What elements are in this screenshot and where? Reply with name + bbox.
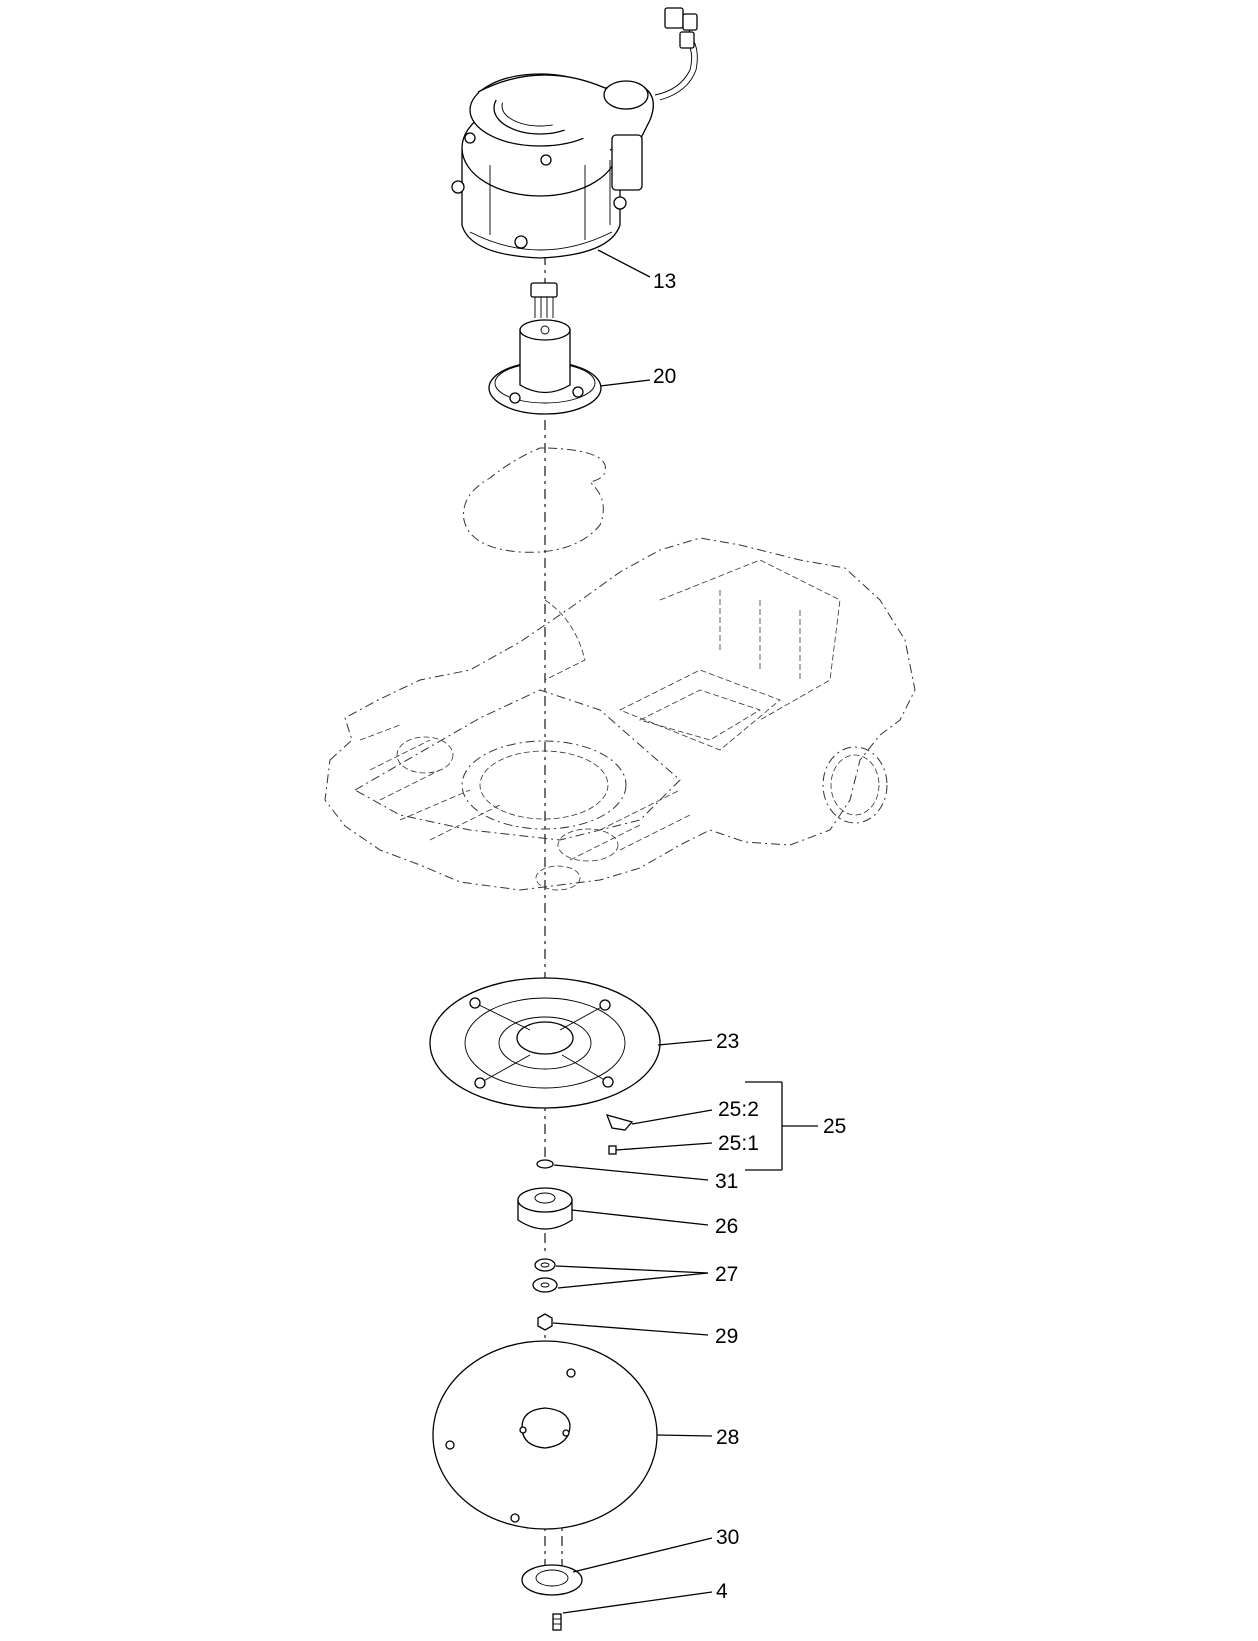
part-4-screw	[552, 1613, 562, 1631]
part-26-hub	[517, 1187, 573, 1230]
callout-25-2: 25:2	[718, 1098, 759, 1121]
part-28-cutting-disc	[432, 1340, 658, 1530]
part-27-spacers	[532, 1258, 558, 1293]
part-13-motor-housing	[451, 7, 698, 259]
callout-27: 27	[715, 1263, 738, 1286]
part-31-washer	[536, 1159, 554, 1169]
part-23-skid-plate	[429, 977, 661, 1109]
callout-31: 31	[715, 1170, 738, 1193]
part-29-nut	[537, 1313, 553, 1331]
callout-13: 13	[653, 270, 676, 293]
seal-gasket-ghost	[463, 447, 606, 553]
callout-23: 23	[716, 1030, 739, 1053]
motor-connector	[530, 282, 558, 318]
part-30-disc-hub	[521, 1564, 583, 1596]
part-20-cutting-motor	[488, 319, 602, 415]
callout-labels: 13 20 23 25:2 25:1 25 31 26 27 29 28 30 …	[653, 270, 846, 1603]
callout-4: 4	[716, 1580, 728, 1603]
chassis-ghost	[324, 537, 916, 891]
callout-29: 29	[715, 1325, 738, 1348]
callout-25-1: 25:1	[718, 1132, 759, 1155]
part-25-2-blade	[605, 1114, 634, 1131]
callout-28: 28	[716, 1426, 739, 1449]
callout-20: 20	[653, 365, 676, 388]
callout-26: 26	[715, 1215, 738, 1238]
part-25-1-screw	[608, 1145, 617, 1155]
callout-30: 30	[716, 1526, 739, 1549]
leader-lines	[552, 249, 818, 1614]
callout-25: 25	[823, 1115, 846, 1138]
